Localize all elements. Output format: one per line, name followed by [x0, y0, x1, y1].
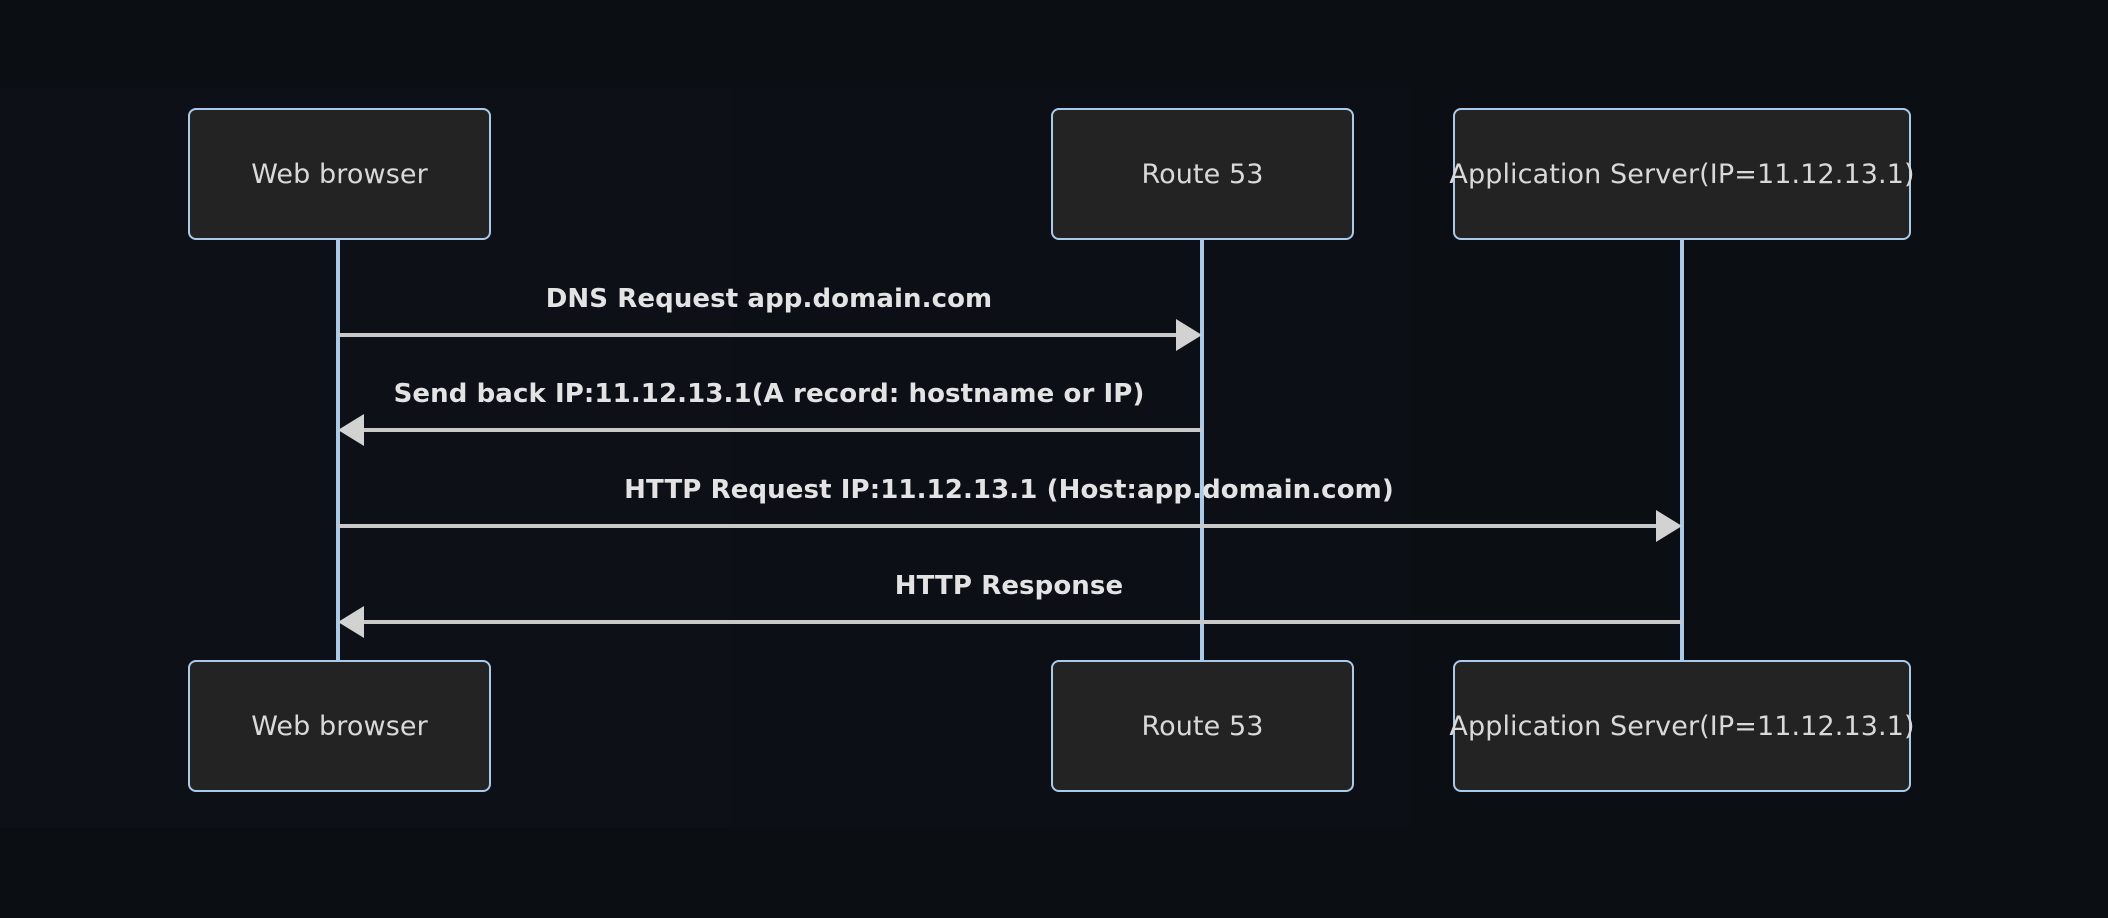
message-line-4 [364, 620, 1682, 624]
participant-box-browser-top[interactable]: Web browser [188, 108, 491, 240]
message-arrowhead-3 [1656, 510, 1682, 542]
message-label-1: DNS Request app.domain.com [545, 284, 993, 314]
message-line-1 [338, 333, 1176, 337]
participant-label-browser-top: Web browser [251, 158, 428, 190]
participant-box-appserver-top[interactable]: Application Server(IP=11.12.13.1) [1449, 108, 1915, 240]
message-line-3 [338, 524, 1656, 528]
participant-label-route53-bottom: Route 53 [1141, 710, 1264, 742]
message-line-2 [364, 428, 1202, 432]
lifeline-appserver [1680, 238, 1684, 664]
participant-label-route53-top: Route 53 [1141, 158, 1264, 190]
message-label-3: HTTP Request IP:11.12.13.1 (Host:app.dom… [624, 475, 1394, 505]
participant-box-appserver-bottom[interactable]: Application Server(IP=11.12.13.1) [1449, 660, 1915, 792]
participant-label-browser-bottom: Web browser [251, 710, 428, 742]
lifeline-route53 [1200, 238, 1204, 664]
participant-box-route53-bottom[interactable]: Route 53 [1051, 660, 1354, 792]
message-arrowhead-1 [1176, 319, 1202, 351]
participant-box-route53-top[interactable]: Route 53 [1051, 108, 1354, 240]
participant-label-appserver-bottom: Application Server(IP=11.12.13.1) [1449, 710, 1915, 742]
message-label-4: HTTP Response [894, 571, 1124, 601]
participant-label-appserver-top: Application Server(IP=11.12.13.1) [1449, 158, 1915, 190]
message-arrowhead-4 [338, 606, 364, 638]
message-arrowhead-2 [338, 414, 364, 446]
lifeline-browser [336, 238, 340, 664]
message-label-2: Send back IP:11.12.13.1(A record: hostna… [393, 379, 1145, 409]
participant-box-browser-bottom[interactable]: Web browser [188, 660, 491, 792]
